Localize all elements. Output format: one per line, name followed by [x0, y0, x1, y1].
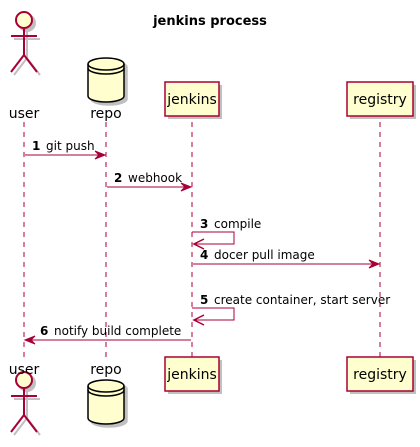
message-2: 2 webhook [107, 171, 193, 192]
database-body [87, 379, 125, 425]
actor-left-leg [10, 414, 25, 433]
actor-left-leg [13, 57, 28, 76]
participant-label: user [9, 362, 40, 378]
message-1: 1 git push [25, 139, 107, 160]
actor-head [15, 11, 33, 29]
arrow-head [180, 182, 193, 192]
participant-box [346, 81, 414, 117]
participant-label: registry [353, 92, 407, 108]
arrow-head [23, 335, 36, 345]
message-line [192, 307, 235, 321]
participants: user user repo repo jenkins jenkins registry re… [9, 11, 416, 436]
participant-label: registry [353, 367, 407, 383]
participant-jenkins-bottom: jenkins [164, 356, 222, 394]
actor-user-top: user [9, 11, 41, 122]
arrow-head [94, 150, 107, 160]
message-6: 6 notify build complete [23, 324, 191, 345]
participant-label: jenkins [166, 92, 217, 108]
arrow-head [192, 238, 205, 250]
message-3: 3 compile [192, 217, 261, 250]
participant-label: jenkins [166, 367, 217, 383]
participant-box [164, 356, 220, 392]
arrow-head [192, 314, 205, 326]
message-4: 4 docer pull image [193, 248, 381, 269]
participant-box [164, 81, 220, 117]
participant-label: user [9, 106, 40, 122]
message-text: compile [214, 217, 261, 231]
message-number: 3 [200, 217, 208, 231]
database-body [87, 57, 125, 103]
database-rim [87, 385, 125, 393]
message-text: webhook [128, 171, 182, 185]
arrow-head [368, 259, 381, 269]
message-number: 6 [40, 324, 48, 338]
participant-registry-bottom: registry [346, 356, 416, 394]
actor-user-bottom: user [9, 362, 41, 436]
participant-label: repo [90, 362, 122, 378]
actor-left-leg [13, 417, 28, 436]
actor-right-leg [23, 54, 38, 73]
message-number: 2 [114, 171, 122, 185]
database-rim [87, 389, 125, 397]
actor-right-leg [23, 414, 38, 433]
message-text: docer pull image [214, 248, 315, 262]
message-number: 4 [200, 248, 208, 262]
participant-box [346, 356, 414, 392]
actor-left-leg [10, 54, 25, 73]
participant-label: repo [90, 106, 122, 122]
message-line [192, 231, 235, 245]
message-5: 5 create container, start server [192, 293, 390, 326]
message-text: git push [46, 139, 95, 153]
message-text: notify build complete [54, 324, 181, 338]
participant-jenkins-top: jenkins [164, 81, 222, 119]
database-repo-bottom: repo [87, 362, 128, 428]
messages: 1 git push 2 webhook 3 compile 4 docer pull ima… [23, 139, 390, 345]
message-number: 5 [200, 293, 208, 307]
diagram-title: jenkins process [152, 14, 267, 29]
message-number: 1 [32, 139, 40, 153]
database-rim [87, 63, 125, 71]
database-repo-top: repo [87, 57, 128, 122]
participant-registry-top: registry [346, 81, 416, 119]
message-text: create container, start server [214, 293, 390, 307]
database-rim [87, 67, 125, 75]
